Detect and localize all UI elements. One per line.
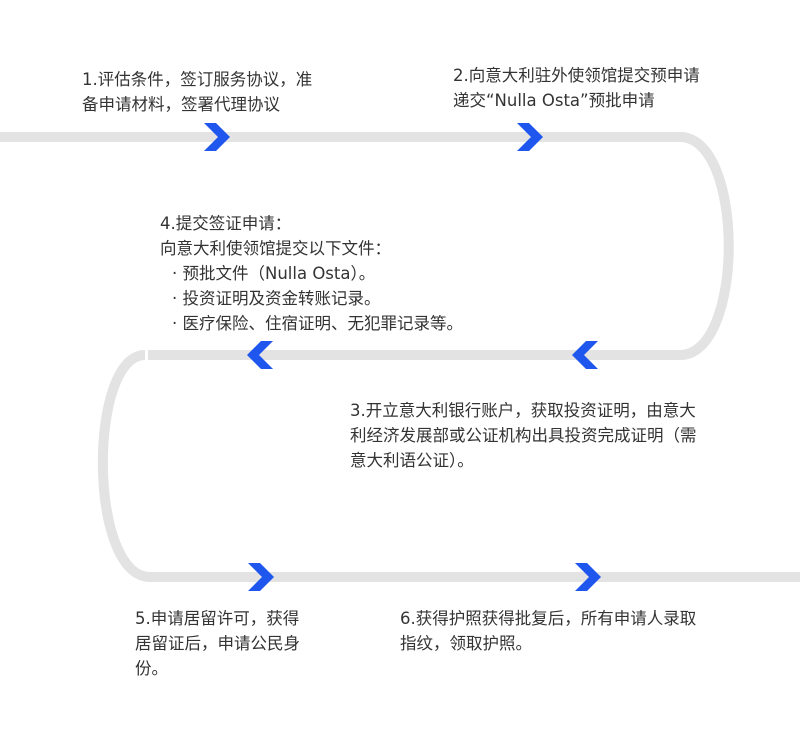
step-5: 5.申请居留许可，获得 居留证后，申请公民身 份。 bbox=[135, 606, 300, 681]
step-text: 向意大利使领馆提交以下文件： bbox=[160, 239, 391, 258]
chevron-right-icon bbox=[517, 123, 543, 151]
track-path-lower bbox=[97, 350, 800, 582]
chevron-left-icon bbox=[247, 341, 273, 369]
step-text: 备申请材料，签署代理协议 bbox=[82, 95, 280, 114]
step-text: 4.提交签证申请： bbox=[160, 214, 292, 233]
step-text: 2.向意大利驻外使领馆提交预申请 bbox=[453, 66, 700, 85]
step-text: · 医疗保险、住宿证明、无犯罪记录等。 bbox=[172, 314, 463, 333]
step-text: 6.获得护照获得批复后，所有申请人录取 bbox=[400, 609, 697, 628]
step-text: 5.申请居留许可，获得 bbox=[135, 609, 300, 628]
step-text: 1.评估条件，签订服务协议，准 bbox=[82, 70, 313, 89]
step-text: 指纹，领取护照。 bbox=[400, 634, 532, 653]
chevron-right-icon bbox=[248, 563, 274, 591]
step-1: 1.评估条件，签订服务协议，准 备申请材料，签署代理协议 bbox=[82, 67, 312, 117]
step-text: 意大利语公证）。 bbox=[350, 451, 474, 470]
step-2: 2.向意大利驻外使领馆提交预申请 递交“Nulla Osta”预批申请 bbox=[453, 63, 700, 113]
chevron-left-icon bbox=[572, 341, 598, 369]
step-text: 居留证后，申请公民身 bbox=[135, 634, 300, 653]
step-text: · 预批文件（Nulla Osta）。 bbox=[172, 264, 376, 283]
step-text: 利经济发展部或公证机构出具投资完成证明（需 bbox=[350, 426, 697, 445]
step-6: 6.获得护照获得批复后，所有申请人录取 指纹，领取护照。 bbox=[400, 606, 696, 656]
step-4: 4.提交签证申请： 向意大利使领馆提交以下文件： · 预批文件（Nulla Os… bbox=[160, 211, 463, 336]
step-text: 份。 bbox=[135, 659, 168, 678]
step-text: 递交“Nulla Osta”预批申请 bbox=[453, 91, 655, 110]
chevron-right-icon bbox=[204, 123, 230, 151]
step-text: 3.开立意大利银行账户，获取投资证明，由意大 bbox=[350, 401, 696, 420]
track-path bbox=[0, 132, 734, 360]
chevron-right-icon bbox=[575, 563, 601, 591]
step-text: · 投资证明及资金转账记录。 bbox=[172, 289, 381, 308]
step-3: 3.开立意大利银行账户，获取投资证明，由意大 利经济发展部或公证机构出具投资完成… bbox=[350, 398, 697, 473]
